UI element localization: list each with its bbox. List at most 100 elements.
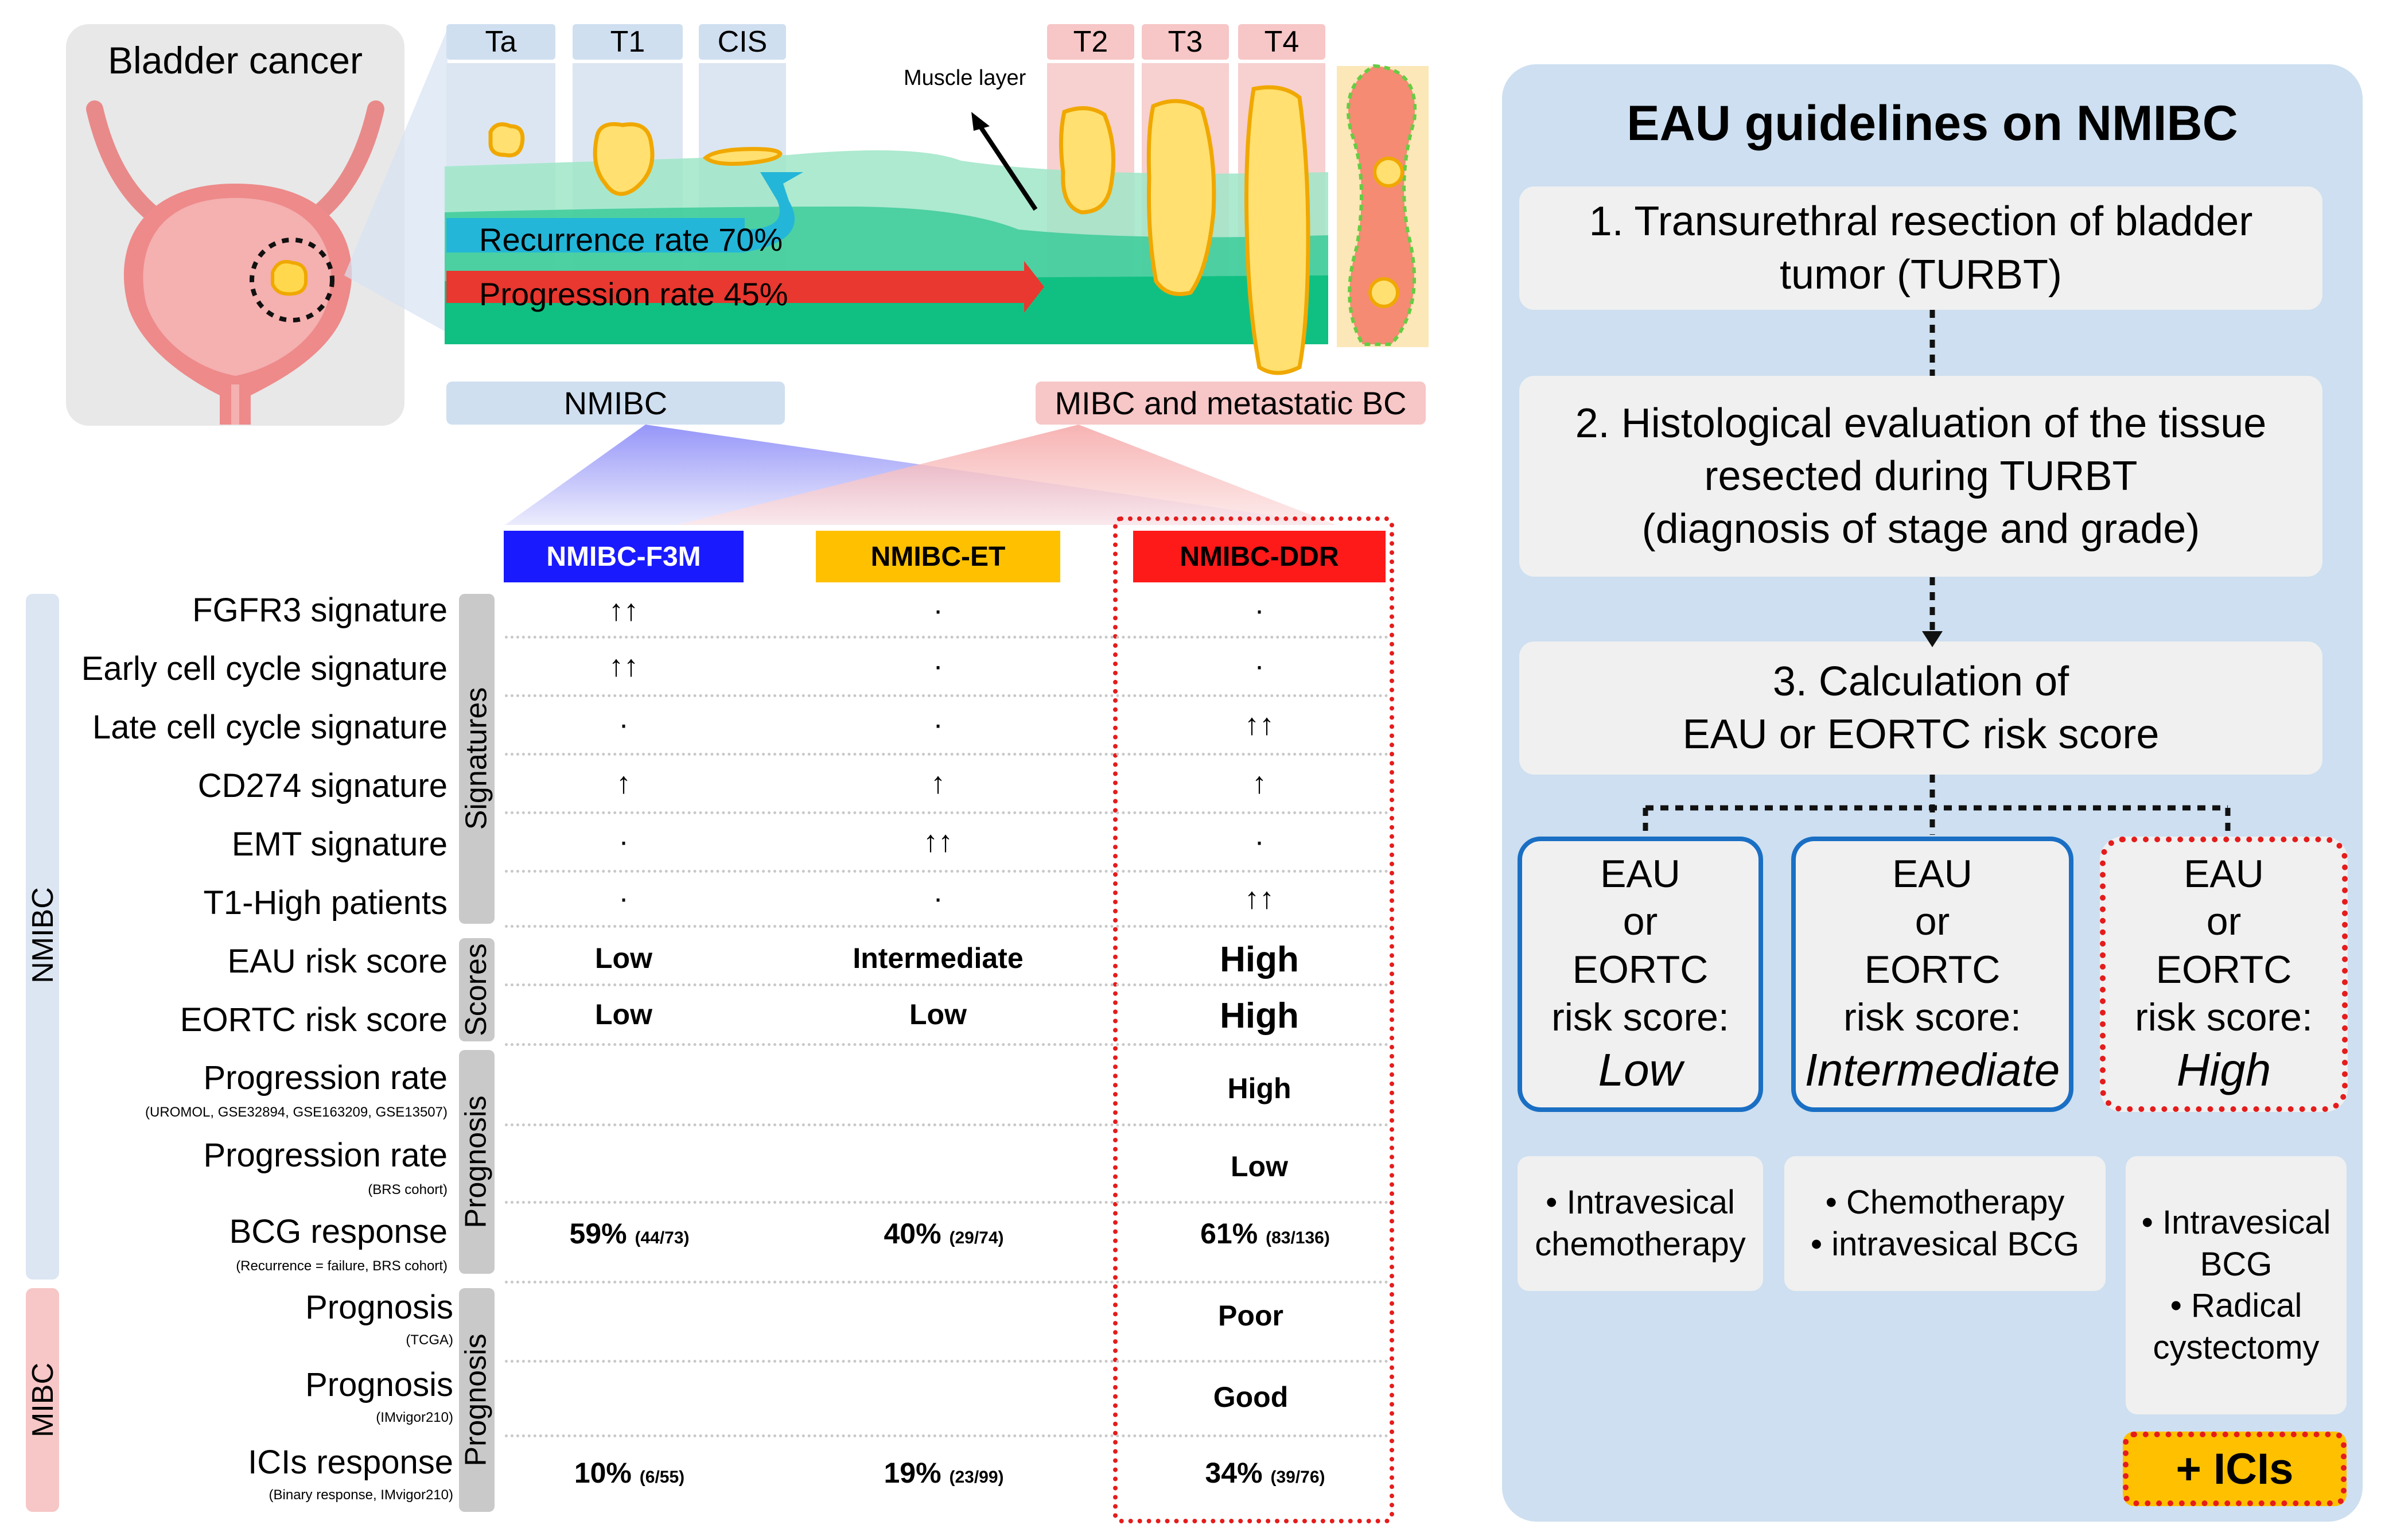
subtype-header-f3m: NMIBC-F3M (504, 531, 744, 582)
step-histology-line2: resected during TURBT (1704, 453, 2138, 499)
risk-high-level: High (2176, 1044, 2271, 1096)
stage-label-t1: T1 (573, 24, 683, 60)
step-turbt: 1. Transurethral resection of bladder tu… (1519, 186, 2322, 310)
recurrence-rate-label: Recurrence rate 70% (479, 221, 783, 258)
cell-t1high-f3m: · (618, 882, 629, 915)
cell-icis-et-pct: 19% (884, 1457, 941, 1489)
row-label-early-cell-cycle: Early cell cycle signature (81, 650, 448, 687)
risk-low-eau: EAU (1600, 851, 1680, 896)
row-sub-icis-response: (Binary response, IMvigor210) (269, 1487, 453, 1503)
risk-high-eortc: EORTC (2156, 947, 2292, 991)
risk-int-level: Intermediate (1804, 1044, 2060, 1096)
row-label-t1-high: T1-High patients (203, 884, 448, 921)
row-label-fgfr3: FGFR3 signature (192, 592, 448, 629)
cell-progression1-ddr: High (1227, 1072, 1291, 1105)
row-sub-progression-1: (UROMOL, GSE32894, GSE163209, GSE13507) (145, 1105, 448, 1120)
step-turbt-line2: tumor (TURBT) (1780, 251, 2062, 298)
step-histology-line3: (diagnosis of stage and grade) (1641, 506, 2200, 553)
bladder-wall-diagram (445, 63, 1429, 375)
nmibc-side-bar (26, 594, 59, 1280)
cell-eau-f3m: Low (595, 942, 652, 974)
cell-fgfr3-et: · (933, 594, 943, 627)
row-sub-progression-2: (BRS cohort) (368, 1182, 448, 1197)
signatures-label: Signatures (459, 687, 493, 830)
step-histology-line1: 2. Histological evaluation of the tissue (1575, 400, 2267, 446)
bladder-illustration (86, 100, 384, 425)
risk-high-or: or (2206, 900, 2242, 944)
cell-progression2-ddr: Low (1231, 1150, 1288, 1183)
cell-eau-et: Intermediate (853, 942, 1024, 974)
stage-label-t4: T4 (1238, 24, 1325, 60)
row-sub-bcg-response: (Recurrence = failure, BRS cohort) (236, 1258, 448, 1274)
row-label-eau-risk: EAU risk score (227, 943, 448, 980)
cell-bcg-f3m-n: (44/73) (635, 1228, 690, 1247)
cell-cd274-ddr: ↑ (1252, 767, 1267, 800)
cell-cd274-et: ↑ (931, 767, 946, 800)
cell-late-et: · (933, 708, 943, 741)
risk-low-or: or (1623, 900, 1658, 944)
treatment-int-line1: • Chemotherapy (1825, 1184, 2065, 1221)
treatment-high-line2: BCG (2200, 1245, 2273, 1283)
cell-fgfr3-ddr: · (1254, 594, 1265, 627)
cell-icis-ddr: 34% (39/76) (1168, 1459, 1363, 1487)
risk-box-low: EAU or EORTC risk score: Low (1518, 837, 1763, 1112)
stage-label-ta: Ta (446, 24, 555, 60)
risk-high-eau: EAU (2184, 851, 2264, 896)
cell-bcg-et: 40% (29/74) (852, 1219, 1036, 1248)
tumor-icon (271, 260, 308, 296)
icis-badge: + ICIs (2123, 1432, 2347, 1506)
risk-box-high: EAU or EORTC risk score: High (2100, 837, 2348, 1112)
risk-int-eortc: EORTC (1864, 947, 2001, 991)
scores-label: Scores (460, 943, 493, 1036)
cell-t1high-et: · (933, 882, 943, 915)
signatures-tab (459, 594, 495, 924)
cell-early-et: · (933, 650, 943, 683)
risk-low-score: risk score: (1551, 995, 1729, 1040)
cell-bcg-ddr-n: (83/136) (1266, 1228, 1330, 1247)
prognosis-label-mibc: Prognosis (459, 1333, 493, 1467)
eau-title: EAU guidelines on NMIBC (1627, 95, 2238, 151)
zoom-wedge (344, 29, 448, 333)
cell-late-f3m: · (618, 708, 629, 741)
row-label-eortc-risk: EORTC risk score (180, 1001, 448, 1039)
cell-bcg-et-n: (29/74) (949, 1228, 1004, 1247)
cell-icis-f3m: 10% (6/55) (538, 1459, 721, 1487)
cell-icis-ddr-n: (39/76) (1270, 1468, 1325, 1487)
prognosis-label-nmibc: Prognosis (459, 1095, 493, 1228)
row-label-prognosis-tcga: Prognosis (305, 1289, 453, 1326)
step-risk-score: 3. Calculation of EAU or EORTC risk scor… (1519, 641, 2322, 775)
cell-bcg-f3m: 59% (44/73) (538, 1219, 721, 1248)
mibc-side-bar (26, 1288, 59, 1512)
stage-label-t3: T3 (1142, 24, 1229, 60)
row-sub-prognosis-imvigor: (IMvigor210) (376, 1410, 453, 1425)
stage-label-t2: T2 (1047, 24, 1134, 60)
step-histology: 2. Histological evaluation of the tissue… (1519, 376, 2322, 577)
nmibc-group-label: NMIBC (446, 382, 785, 425)
nmibc-side-label: NMIBC (26, 887, 60, 983)
treatment-low-line1: • Intravesical (1546, 1184, 1735, 1221)
cell-emt-ddr: · (1254, 825, 1265, 858)
mibc-side-label: MIBC (26, 1363, 60, 1437)
muscle-layer-label: Muscle layer (904, 66, 1026, 90)
cell-late-ddr: ↑↑ (1244, 708, 1274, 741)
cell-bcg-ddr: 61% (83/136) (1168, 1219, 1363, 1248)
cell-fgfr3-f3m: ↑↑ (609, 594, 639, 627)
cell-prognosis-imvigor-ddr: Good (1213, 1381, 1289, 1413)
cell-cd274-f3m: ↑ (616, 767, 631, 800)
treatment-low: • Intravesical chemotherapy (1518, 1156, 1763, 1291)
row-label-progression-1: Progression rate (203, 1059, 448, 1096)
cell-early-ddr: · (1254, 650, 1265, 683)
cell-emt-f3m: · (618, 825, 629, 858)
prognosis-tab-nmibc (459, 1050, 495, 1274)
treatment-high-line1: • Intravesical (2141, 1204, 2331, 1241)
step-turbt-line1: 1. Transurethral resection of bladder (1589, 199, 2253, 245)
mibc-group-label: MIBC and metastatic BC (1036, 382, 1426, 425)
row-label-late-cell-cycle: Late cell cycle signature (92, 709, 448, 746)
cell-bcg-et-pct: 40% (884, 1218, 941, 1250)
risk-box-intermediate: EAU or EORTC risk score: Intermediate (1791, 837, 2073, 1112)
cell-t1high-ddr: ↑↑ (1244, 882, 1274, 915)
row-label-emt: EMT signature (231, 826, 448, 863)
cell-eortc-f3m: Low (595, 998, 652, 1030)
treatment-high: • Intravesical BCG • Radical cystectomy (2126, 1156, 2347, 1414)
risk-int-or: or (1915, 900, 1950, 944)
